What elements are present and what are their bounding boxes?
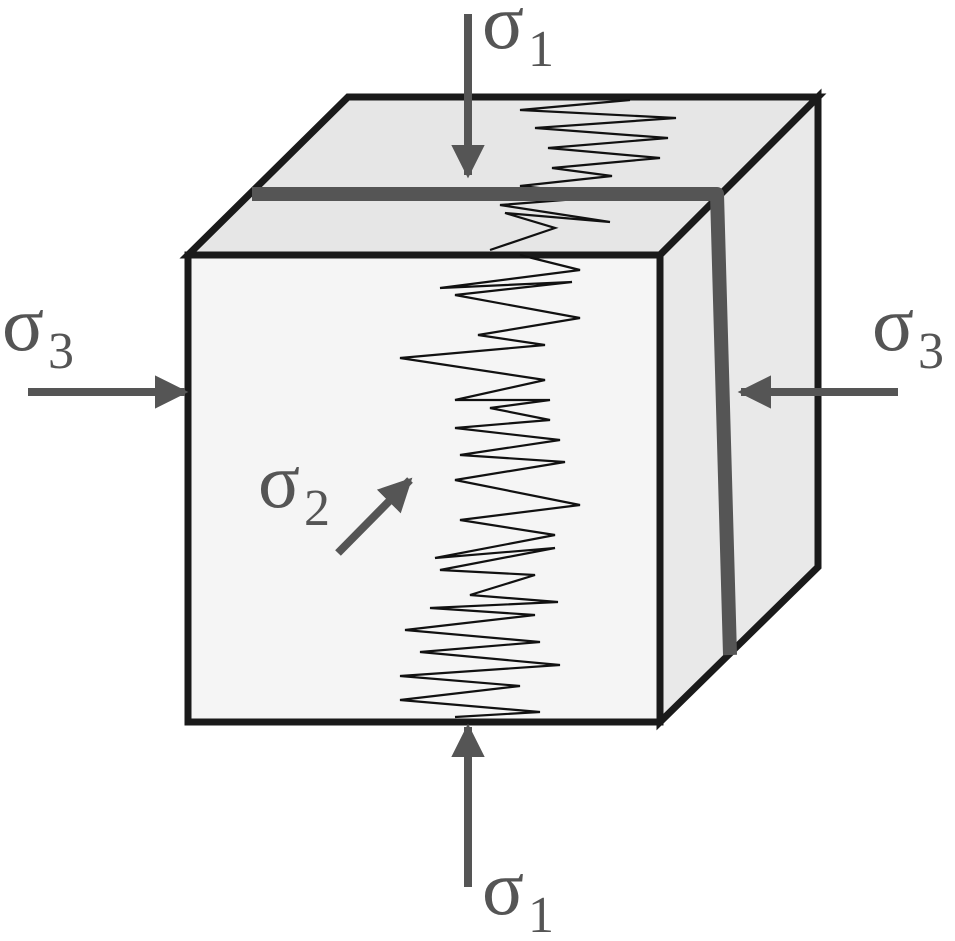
sigma1-top-subscript: 1 [528,21,554,78]
fracture-line-front [399,253,581,719]
sigma2-front-subscript: 2 [304,480,330,537]
sigma3-right-label: σ3 [872,280,944,380]
sigma3-left-symbol: σ [2,280,44,367]
sigma1-top-label: σ1 [482,0,554,78]
sigma2-front-label: σ2 [258,437,330,537]
sigma2-front-arrow [335,477,413,556]
strike-line [252,187,737,656]
sigma1-top-symbol: σ [482,0,524,65]
sigma2-front-symbol: σ [258,437,300,524]
sigma3-right-symbol: σ [872,280,914,367]
sigma3-left-subscript: 3 [48,323,74,380]
cube-front-face [184,251,664,726]
fracture-line-top [489,98,677,252]
sigma3-left-label: σ3 [2,280,74,380]
sigma3-right-subscript: 3 [918,323,944,380]
sigma1-bottom-subscript: 1 [528,887,554,941]
sigma1-bottom-symbol: σ [482,844,524,931]
sigma1-bottom-label: σ1 [482,844,554,941]
